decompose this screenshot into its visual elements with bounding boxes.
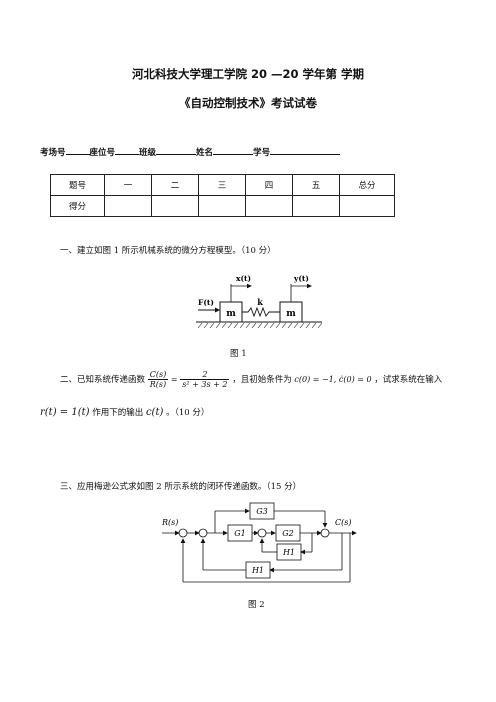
exam-subtitle: 《自动控制技术》考试试卷	[179, 96, 317, 110]
student-id-blank[interactable]	[270, 145, 341, 155]
exam-title: 河北科技大学理工学院 20 —20 学年第 学期	[131, 67, 365, 81]
figure-2-block-diagram: R(s) C(s) G1 G2 G3 H1 H1	[161, 502, 357, 583]
exam-room-blank[interactable]	[65, 145, 90, 155]
question-3: 三、应用梅逊公式求如图 2 所示系统的闭环传递函数。（15 分）	[60, 482, 302, 492]
question-2-line-2: r(t) = 1(t) 作用下的输出 c(t) 。（10 分）	[40, 406, 209, 418]
y-label: y(t)	[293, 274, 309, 283]
figure-2-caption: 图 2	[248, 600, 265, 610]
q2-line2-end: 。（10 分）	[166, 408, 210, 418]
sum-junction-2	[198, 528, 208, 538]
ground-hatch	[197, 322, 323, 329]
student-info-line: 考场号 座位号 班级 姓名 学号	[40, 145, 341, 158]
g1-label: G1	[234, 529, 245, 538]
h1-outer-label: H1	[251, 566, 264, 575]
q2-prefix: 二、已知系统传递函数	[60, 375, 146, 385]
score-header-cell: 四	[245, 174, 293, 196]
spring-label: k	[257, 297, 263, 307]
exam-room-label: 考场号	[40, 148, 66, 158]
input-label: R(s)	[161, 518, 178, 527]
sum-junction-1	[178, 528, 188, 538]
score-row-label: 得分	[50, 195, 105, 217]
score-table: 题号 一 二 三 四 五 总分 得分	[50, 174, 395, 217]
score-header-cell: 二	[151, 174, 199, 196]
score-header-cell: 三	[198, 174, 246, 196]
name-label: 姓名	[196, 148, 214, 158]
score-cell[interactable]	[104, 195, 152, 217]
output-label: C(s)	[335, 518, 351, 527]
score-header-cell: 题号	[50, 174, 105, 196]
q2-output-expr: c(t)	[145, 407, 164, 418]
sum-junction-3	[257, 528, 267, 538]
figure-1-caption: 图 1	[230, 349, 247, 359]
score-header-cell: 五	[292, 174, 340, 196]
q2-suffix: ，试求系统在输入	[374, 375, 443, 385]
force-label: F(t)	[198, 298, 214, 307]
seat-label: 座位号	[89, 148, 116, 158]
student-id-label: 学号	[253, 148, 271, 158]
q2-tf-left: C(s)R(s)	[147, 370, 169, 389]
g3-label: G3	[256, 507, 267, 516]
seat-blank[interactable]	[115, 145, 140, 155]
spring	[242, 306, 280, 318]
mass-2-label: m	[286, 309, 296, 319]
class-label: 班级	[139, 148, 157, 158]
score-cell[interactable]	[339, 195, 395, 217]
score-cell[interactable]	[292, 195, 340, 217]
question-1: 一、建立如图 1 所示机械系统的微分方程模型。（10 分）	[60, 246, 276, 256]
score-header-cell: 一	[104, 174, 152, 196]
q2-input-expr: r(t) = 1(t)	[40, 407, 90, 418]
score-cell[interactable]	[245, 195, 293, 217]
h1-inner-label: H1	[282, 548, 295, 557]
score-cell[interactable]	[151, 195, 199, 217]
sum-junction-4	[320, 528, 330, 538]
q2-initial-conditions: c(0) = −1, ċ(0) = 0	[294, 375, 372, 384]
name-blank[interactable]	[213, 145, 254, 155]
q2-line2-text: 作用下的输出	[92, 408, 144, 418]
g2-label: G2	[282, 529, 293, 538]
mass-1-label: m	[226, 309, 236, 319]
figure-1-diagram: m m k F(t) x(t) y(t)	[196, 274, 323, 329]
score-cell[interactable]	[198, 195, 246, 217]
score-header-cell: 总分	[339, 174, 395, 196]
x-label: x(t)	[236, 274, 251, 283]
class-blank[interactable]	[156, 145, 197, 155]
q2-mid: ，且初始条件为	[232, 375, 292, 385]
